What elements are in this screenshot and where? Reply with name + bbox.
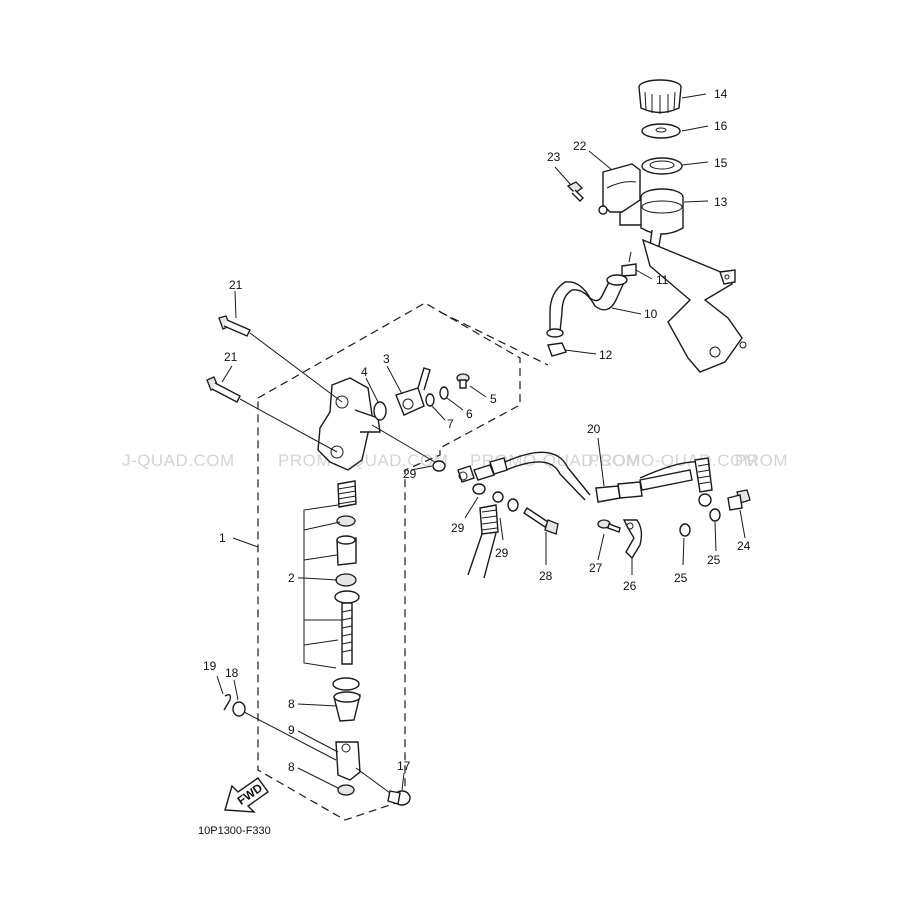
callout-13: 13: [714, 195, 728, 209]
push-rod: [334, 590, 360, 665]
brake-hose: [457, 451, 713, 507]
washer: [425, 393, 435, 407]
callout-26: 26: [623, 579, 637, 593]
union-bolt: [523, 507, 559, 535]
callout-15: 15: [714, 156, 728, 170]
callout-8: 8: [288, 760, 295, 774]
callout-17: 17: [397, 759, 411, 773]
hose-clip-upper: [621, 251, 637, 277]
watermark-text: PROMO-QUAD.COM: [588, 451, 758, 470]
piston: [336, 535, 357, 566]
washer-29b: [492, 491, 504, 503]
circlip: [332, 677, 360, 691]
callout-3: 3: [383, 352, 390, 366]
clamp-screw: [597, 519, 621, 533]
o-ring: [373, 401, 387, 421]
callout-2: 2: [288, 571, 295, 585]
callout-4: 4: [361, 365, 368, 379]
clevis: [335, 741, 361, 781]
hose-clamp: [622, 519, 643, 560]
callout-29: 29: [495, 546, 509, 560]
leader-lines: [216, 93, 746, 791]
washer-29: [432, 460, 446, 472]
callout-29: 29: [451, 521, 465, 535]
spring-washer: [439, 386, 449, 400]
reservoir-diaphragm: [641, 157, 683, 175]
nut-lower: [337, 784, 355, 796]
boot: [333, 691, 361, 722]
union-bolt-24: [727, 489, 751, 511]
seal: [336, 515, 356, 527]
hose-clip-lower: [547, 342, 567, 357]
callout-11: 11: [656, 273, 669, 287]
reservoir-diaphragm-plate: [641, 123, 681, 139]
leader-line: [371, 424, 441, 466]
mount-bolt-lower: [206, 376, 338, 453]
callout-23: 23: [547, 150, 561, 164]
assembly-boundary-leader: [439, 311, 549, 366]
reservoir-hose: [546, 274, 628, 338]
assembly-boundary: [257, 302, 521, 821]
callout-20: 20: [587, 422, 601, 436]
hose-joint: [395, 367, 431, 416]
clevis-pin: [355, 767, 411, 806]
callout-22: 22: [573, 139, 587, 153]
washer-18: [232, 701, 337, 761]
screw: [456, 373, 470, 389]
fwd-arrow-icon: FWD: [224, 777, 269, 813]
callout-10: 10: [644, 307, 658, 321]
callout-16: 16: [714, 119, 728, 133]
reservoir-cap: [638, 79, 682, 114]
callout-21: 21: [229, 278, 243, 292]
callout-1: 1: [219, 531, 226, 545]
callout-12: 12: [599, 348, 613, 362]
callout-9: 9: [288, 723, 295, 737]
callout-29: 29: [403, 467, 417, 481]
callout-14: 14: [714, 87, 728, 101]
reservoir-holder: [598, 163, 641, 215]
callout-21: 21: [224, 350, 238, 364]
watermark: J-QUAD.COM PROMO-QUAD.COM PROMO-QUAD.COM…: [122, 451, 788, 470]
spring: [337, 480, 357, 508]
watermark-text: PROMO-QUAD.COM: [278, 451, 448, 470]
cup: [335, 573, 357, 587]
diagram-code: 10P1300-F330: [198, 825, 271, 837]
banjo-fitting: [467, 483, 499, 579]
callout-19: 19: [203, 659, 217, 673]
watermark-text: PROMO-QUAD.COM: [470, 451, 640, 470]
watermark-text: J-QUAD.COM: [122, 451, 235, 470]
callout-25: 25: [707, 553, 721, 567]
callout-24: 24: [737, 539, 751, 553]
callout-6: 6: [466, 407, 473, 421]
callout-7: 7: [447, 417, 454, 431]
callout-18: 18: [225, 666, 239, 680]
washer-29c: [507, 498, 519, 512]
callout-27: 27: [589, 561, 603, 575]
reservoir-bolt: [566, 181, 584, 202]
callout-25: 25: [674, 571, 688, 585]
reservoir-tank: [619, 188, 684, 247]
washer-25b: [709, 508, 721, 522]
mount-bolt-upper: [218, 315, 343, 403]
kit-bracket: [303, 504, 342, 669]
callouts: 14 16 15 13 22 23 11 10 12 21 21 3 4 5 6…: [203, 87, 751, 774]
reservoir-bracket: [641, 238, 747, 373]
callout-28: 28: [539, 569, 553, 583]
watermark-text: PROM: [735, 451, 788, 470]
cotter-pin: [223, 693, 232, 711]
callout-5: 5: [490, 392, 497, 406]
callout-8: 8: [288, 697, 295, 711]
washer-25a: [679, 523, 691, 537]
